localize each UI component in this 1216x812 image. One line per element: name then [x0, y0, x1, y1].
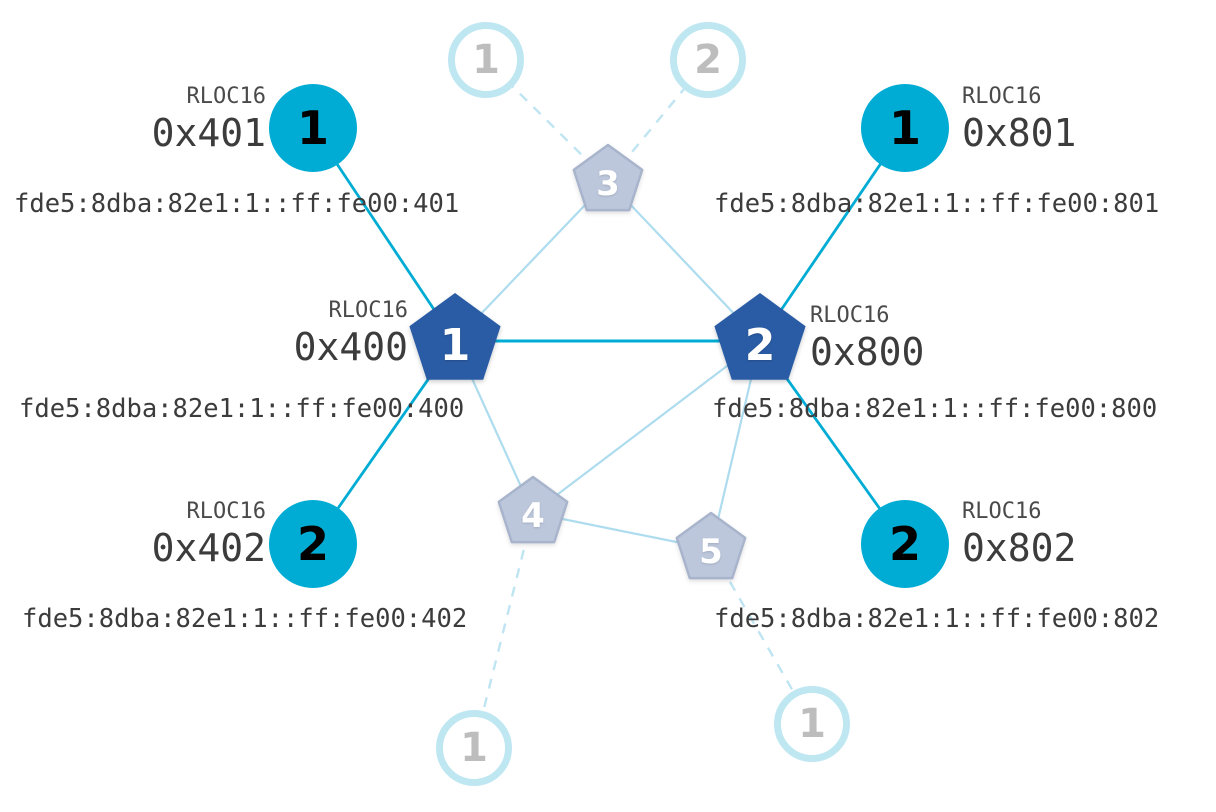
- ghost-circle-badge: 1: [460, 725, 488, 771]
- child-badge: 2: [296, 517, 329, 571]
- rloc16-value: 0x402: [151, 526, 266, 570]
- rloc16-caption: RLOC16: [186, 499, 266, 524]
- rloc16-caption: RLOC16: [328, 298, 408, 323]
- router-800-shape[interactable]: [714, 293, 806, 380]
- ghost-pentagon-5[interactable]: 5: [675, 513, 747, 585]
- ghost-pentagon-4-shape[interactable]: [497, 475, 569, 544]
- ghost-pentagon-3-shape[interactable]: [572, 143, 644, 212]
- rloc16-value: 0x801: [962, 111, 1077, 155]
- router-400-shape[interactable]: [409, 293, 501, 380]
- rloc16-caption: RLOC16: [962, 499, 1042, 524]
- rloc-label-0x802: RLOC16 0x802: [962, 499, 1216, 570]
- ipv6-address-0x401: fde5:8dba:82e1:1::ff:fe00:401: [14, 189, 460, 219]
- child-badge: 1: [888, 101, 921, 155]
- ghost-circle-badge: 2: [694, 37, 722, 83]
- link-g5-gc4: [709, 548, 814, 725]
- rloc16-value: 0x800: [810, 330, 925, 374]
- ipv6-address-0x800: fde5:8dba:82e1:1::ff:fe00:800: [712, 394, 1158, 424]
- link-800-g4: [532, 340, 761, 514]
- child-node-0x401[interactable]: 1: [269, 84, 357, 172]
- ipv6-address-0x801: fde5:8dba:82e1:1::ff:fe00:801: [714, 189, 1160, 219]
- ipv6-address-0x802: fde5:8dba:82e1:1::ff:fe00:802: [714, 604, 1160, 634]
- ipv6-address-0x402: fde5:8dba:82e1:1::ff:fe00:402: [22, 604, 468, 634]
- rloc-label-0x401: RLOC16 0x401: [0, 84, 266, 155]
- rloc16-value: 0x401: [151, 111, 266, 155]
- child-node-0x402[interactable]: 2: [269, 500, 357, 588]
- rloc16-value: 0x802: [962, 526, 1077, 570]
- rloc-label-0x800: RLOC16 0x800: [810, 303, 1090, 374]
- ghost-circle-top-right[interactable]: 2: [670, 22, 746, 98]
- ghost-pentagon-badge: 4: [521, 496, 545, 536]
- ghost-pentagon-badge: 5: [699, 532, 723, 572]
- rloc16-caption: RLOC16: [186, 84, 266, 109]
- router-node-0x400[interactable]: 1: [407, 293, 503, 389]
- child-badge: 1: [296, 101, 329, 155]
- router-badge: 2: [744, 319, 776, 371]
- router-node-0x800[interactable]: 2: [712, 293, 808, 389]
- ghost-pentagon-badge: 3: [596, 164, 620, 204]
- rloc-label-0x400: RLOC16 0x400: [130, 298, 408, 369]
- rloc16-value: 0x400: [293, 325, 408, 369]
- link-g4-gc3: [472, 512, 535, 749]
- ghost-pentagon-4[interactable]: 4: [497, 477, 569, 549]
- ghost-pentagon-3[interactable]: 3: [572, 145, 644, 217]
- child-badge: 2: [888, 517, 921, 571]
- ghost-circle-top-left[interactable]: 1: [448, 22, 524, 98]
- ghost-circle-badge: 1: [472, 37, 500, 83]
- ghost-circle-bottom-left[interactable]: 1: [436, 710, 512, 786]
- ghost-pentagon-5-shape[interactable]: [675, 511, 747, 580]
- ghost-circle-badge: 1: [798, 701, 826, 747]
- child-node-0x801[interactable]: 1: [861, 84, 949, 172]
- rloc16-caption: RLOC16: [810, 303, 890, 328]
- ghost-circle-bottom-right[interactable]: 1: [774, 686, 850, 762]
- rloc-label-0x801: RLOC16 0x801: [962, 84, 1216, 155]
- ipv6-address-0x400: fde5:8dba:82e1:1::ff:fe00:400: [19, 394, 465, 424]
- rloc16-caption: RLOC16: [962, 84, 1042, 109]
- rloc-label-0x402: RLOC16 0x402: [0, 499, 266, 570]
- child-node-0x802[interactable]: 2: [861, 500, 949, 588]
- router-badge: 1: [439, 319, 471, 371]
